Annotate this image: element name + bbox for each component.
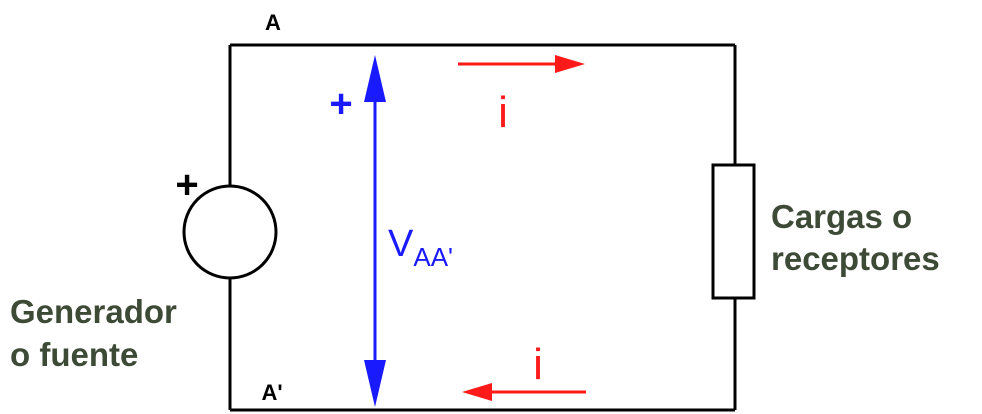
generator-label: Generador o fuente <box>10 293 186 373</box>
current-arrow-bottom <box>462 383 586 401</box>
generator-symbol <box>182 184 278 280</box>
voltage-label: VAA' <box>388 223 453 272</box>
current-arrow-bottom-head <box>462 383 492 401</box>
voltage-arrow-head-bottom <box>364 360 386 407</box>
current-arrow-top-head <box>555 55 585 73</box>
current-label-top: i <box>498 88 508 137</box>
node-a-prime-label: A' <box>261 380 282 405</box>
load-label: Cargas o receptores <box>771 198 940 277</box>
voltage-arrow-head-top <box>364 55 386 102</box>
generator-polarity-sign: + <box>175 163 198 207</box>
voltage-polarity-sign: + <box>329 82 352 126</box>
load-label-line2: receptores <box>771 240 940 277</box>
voltage-subscript: AA' <box>413 242 453 272</box>
current-arrow-top <box>458 55 585 73</box>
load-resistor <box>711 163 756 300</box>
wires <box>228 43 737 412</box>
current-label-bottom: i <box>533 340 543 389</box>
generator-label-line2: o fuente <box>10 336 138 373</box>
generator-label-line1: Generador <box>10 293 177 330</box>
load-label-line1: Cargas o <box>771 198 912 235</box>
voltage-symbol: V <box>388 223 414 265</box>
node-a-label: A <box>265 10 281 35</box>
